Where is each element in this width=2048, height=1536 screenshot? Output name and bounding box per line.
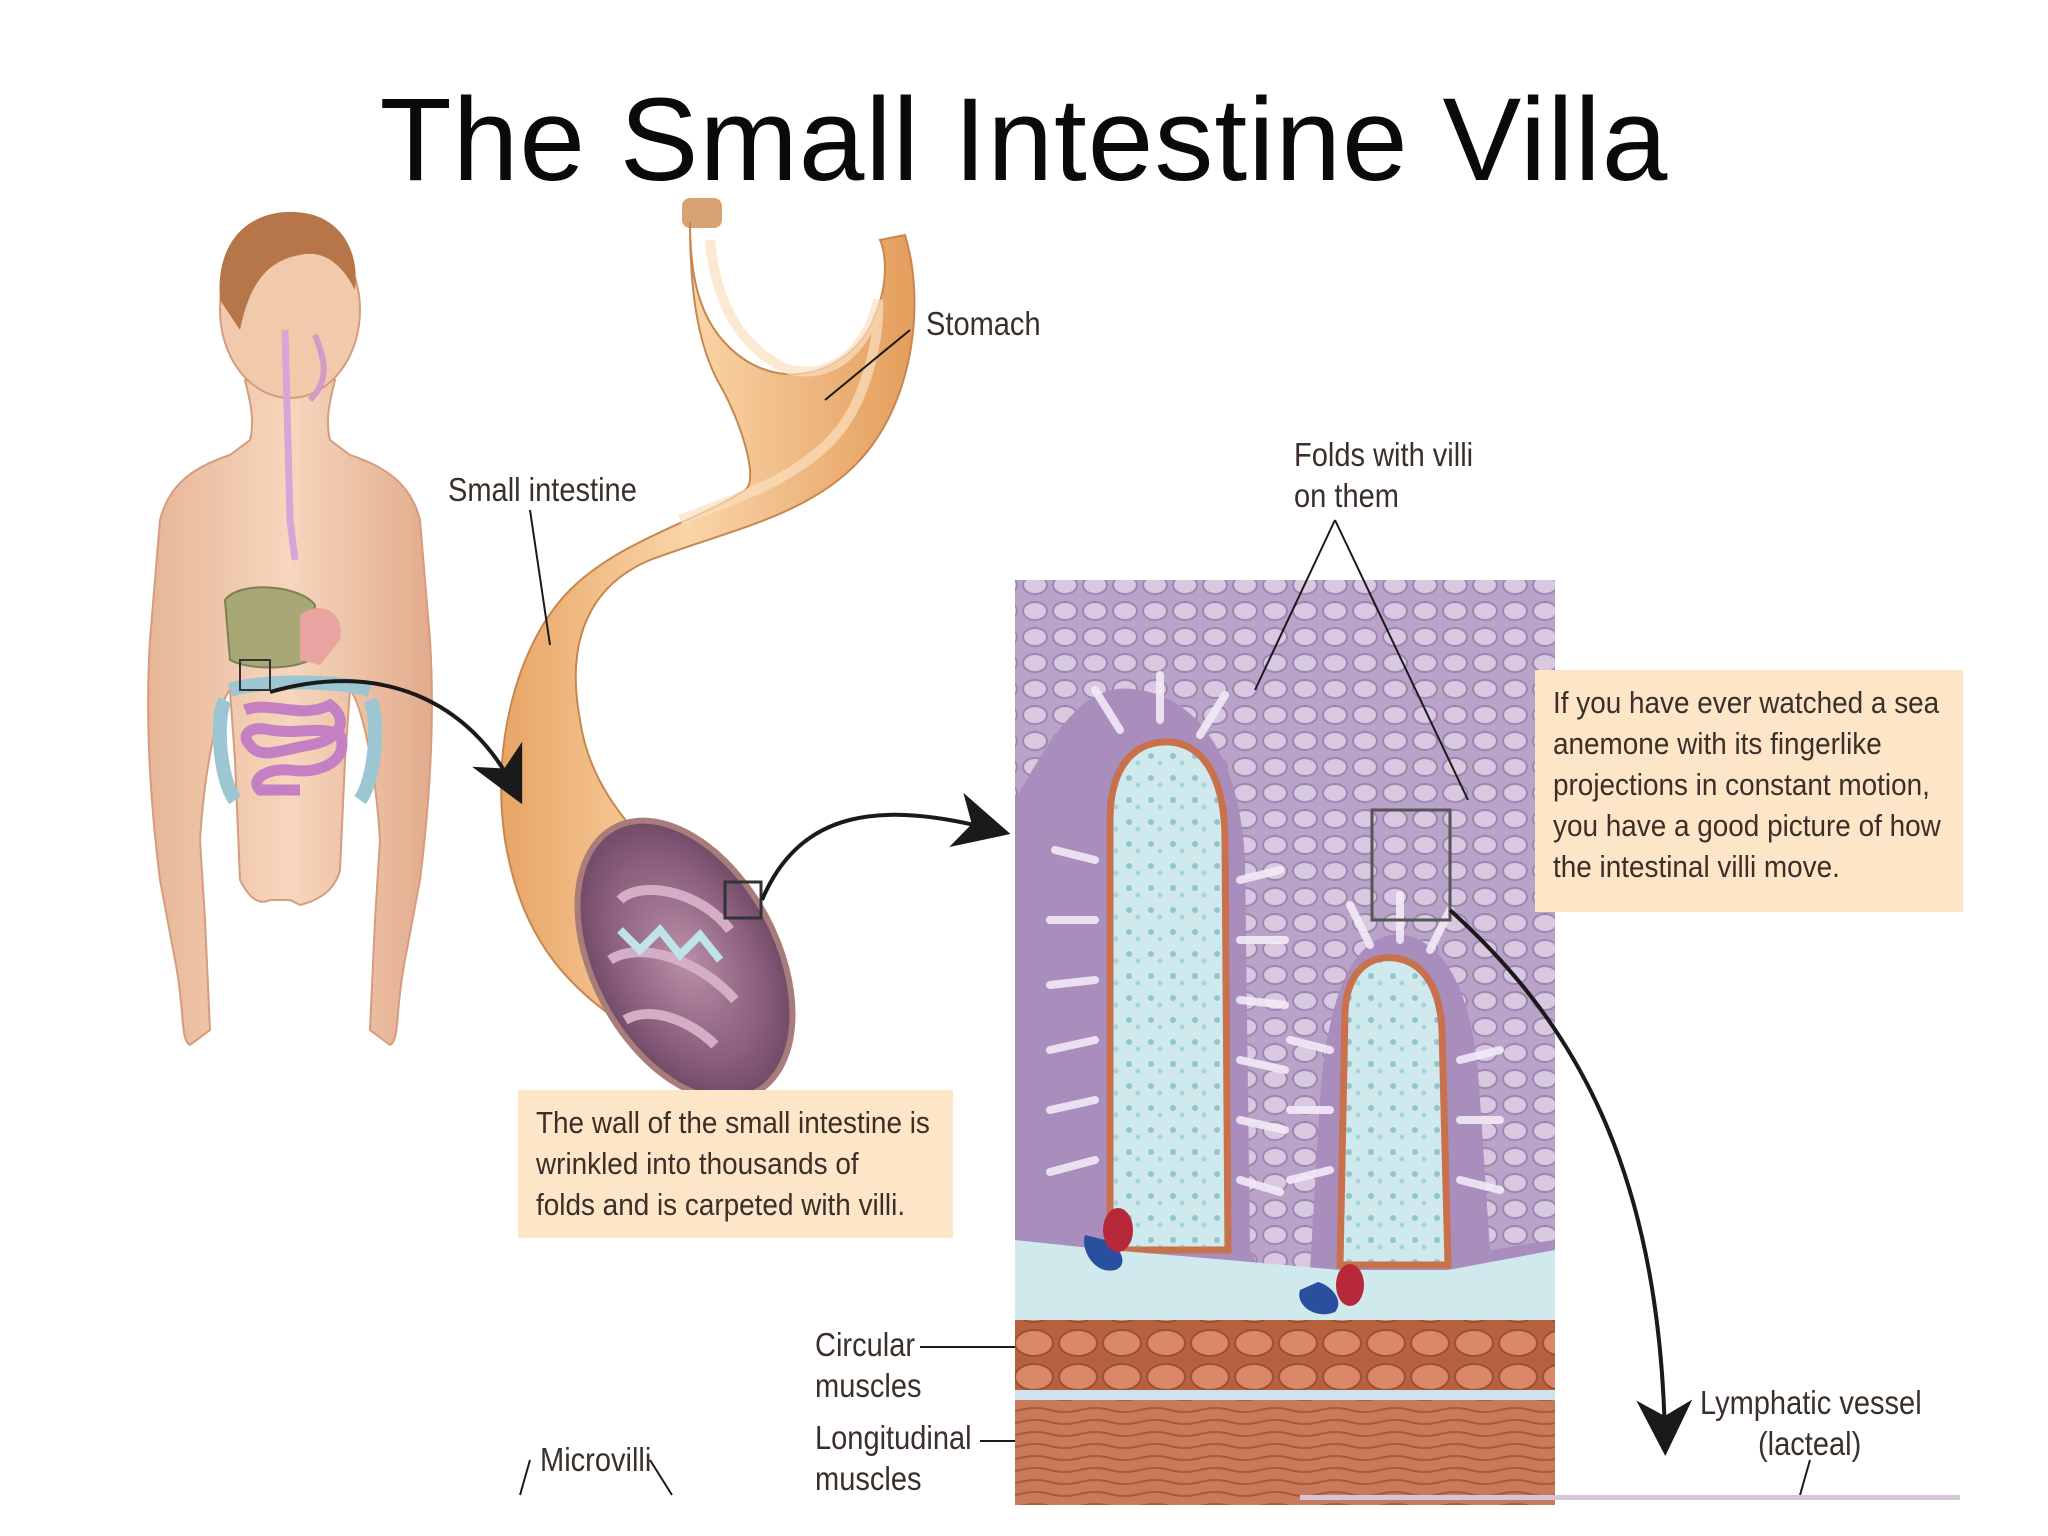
wall-callout-line: The wall of the small intestine is: [536, 1105, 930, 1140]
anemone-callout-line: the intestinal villi move.: [1553, 849, 1840, 884]
folds-label-line2: on them: [1294, 477, 1399, 514]
stomach-and-intestine: [500, 198, 916, 1103]
bottom-tissue-strip: [1300, 1495, 1960, 1500]
folds-label-line1: Folds with villi: [1294, 436, 1474, 473]
anemone-callout-line: anemone with its fingerlike: [1553, 726, 1882, 761]
leader-lines: [269, 329, 1811, 1496]
microvilli-label: Microvilli: [540, 1441, 652, 1478]
anemone-callout: If you have ever watched a sea anemone w…: [1535, 670, 1963, 912]
lymphatic-vessel-label-line2: (lacteal): [1758, 1425, 1862, 1462]
circular-muscles-label-line2: muscles: [815, 1367, 922, 1404]
longitudinal-muscles-label-line2: muscles: [815, 1460, 922, 1497]
circular-muscles-label-line1: Circular: [815, 1326, 916, 1363]
anemone-callout-line: you have a good picture of how: [1553, 808, 1941, 843]
longitudinal-muscles-label-line1: Longitudinal: [815, 1419, 972, 1456]
stomach-label: Stomach: [926, 305, 1041, 342]
wall-callout: The wall of the small intestine is wrink…: [518, 1090, 953, 1238]
wall-callout-line: wrinkled into thousands of: [536, 1146, 859, 1181]
small-intestine-label: Small intestine: [448, 471, 637, 508]
slide-title: The Small Intestine Villa: [379, 74, 1669, 206]
villi-cross-section: [1015, 580, 1555, 1505]
lymphatic-vessel-label-line1: Lymphatic vessel: [1700, 1384, 1922, 1421]
anemone-callout-line: projections in constant motion,: [1553, 767, 1930, 802]
human-figure: [147, 211, 433, 1047]
anemone-callout-line: If you have ever watched a sea: [1553, 685, 1940, 720]
wall-callout-line: folds and is carpeted with villi.: [536, 1187, 906, 1222]
